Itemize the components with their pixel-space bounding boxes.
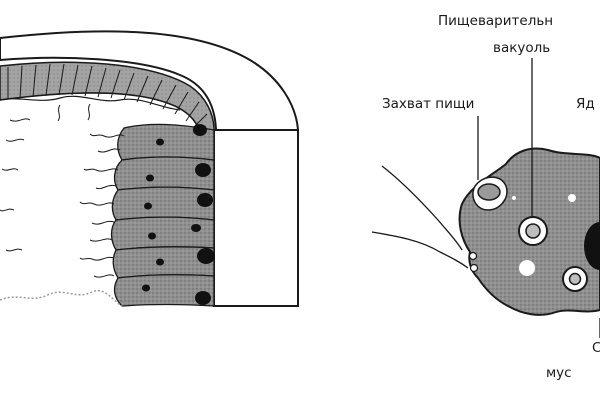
tissue-block-face [213,129,299,307]
tissue-cell-column [110,123,215,307]
small-vesicle [469,263,479,273]
leader-lines [477,58,600,338]
food-particle [477,183,501,201]
label-food-capture: Захват пищи [382,96,474,112]
label-digestive-vacuole-line2: вакуоль [493,40,550,56]
droplet [519,260,535,276]
label-bottom-line1: С [592,340,600,356]
label-nucleus: Яд [576,96,595,112]
tissue-flagella [0,103,125,278]
tissue-cell [110,216,215,251]
tissue-cell [113,274,215,307]
tissue-lumen-edge [0,95,181,111]
label-bottom-line2: мус [546,365,572,381]
tissue-nuclei [142,124,215,305]
tissue-torn-edge [0,289,123,307]
amoeba [371,58,600,338]
nucleus [584,222,600,270]
vacuole-content [568,272,582,286]
tissue-arch-stripes [7,63,208,128]
tissue-section [0,30,299,307]
small-vesicle [468,251,478,261]
droplet [512,196,516,200]
prey-strands [371,165,469,269]
droplet [568,194,576,202]
digestive-vacuole-content [525,223,541,239]
label-digestive-vacuole-line1: Пищеварительн [438,13,553,29]
